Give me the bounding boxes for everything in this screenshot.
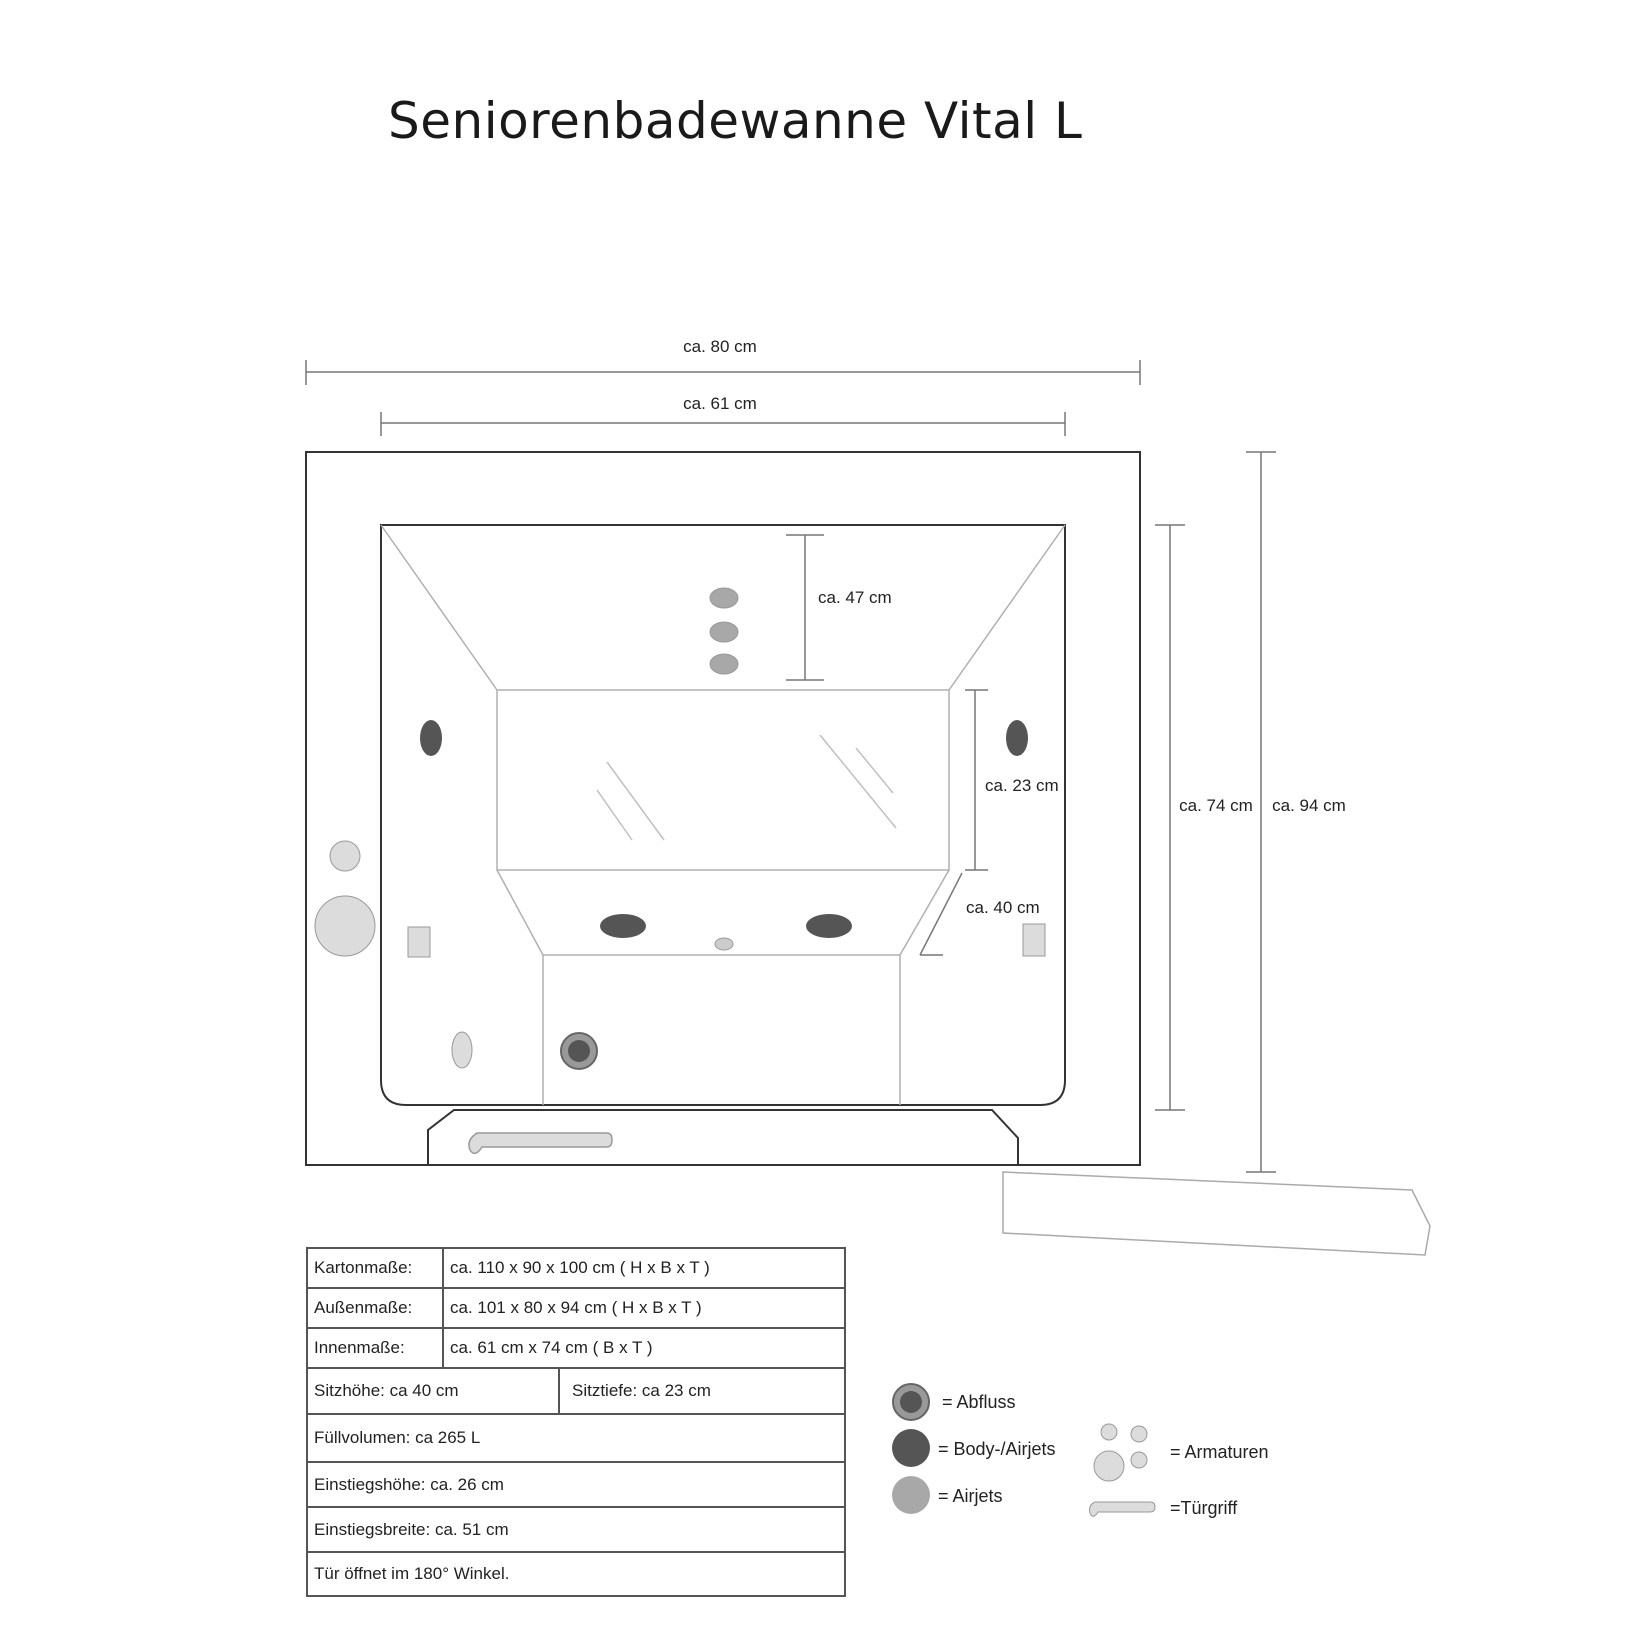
outer-rim [305,451,1141,1166]
einstiegsbreite: Einstiegsbreite: ca. 51 cm [306,1506,846,1553]
legend-abfluss: = Abfluss [942,1392,1016,1412]
dimension-47 [786,534,824,681]
table-row: Sitzhöhe: ca 40 cm Sitztiefe: ca 23 cm [306,1367,846,1415]
karton-label: Kartonmaße: [306,1247,444,1289]
legend-armaturen: = Armaturen [1170,1442,1269,1462]
aussen-label: Außenmaße: [306,1287,444,1329]
dimension-40 [919,872,963,956]
drain-center [568,1040,590,1062]
body-jet [1006,720,1028,756]
airjet [709,653,739,675]
basin-perspective-lines [380,524,1066,1105]
inner-width-label: ca. 61 cm [683,394,757,413]
armatur [329,840,361,872]
table-row: Kartonmaße: ca. 110 x 90 x 100 cm ( H x … [306,1247,846,1289]
dimension-23-label: ca. 23 cm [985,776,1059,795]
inner-depth-dimension [1155,524,1185,1111]
innen-value: ca. 61 cm x 74 cm ( B x T ) [442,1327,846,1369]
sitzhoehe: Sitzhöhe: ca 40 cm [308,1369,560,1413]
armatur [451,1031,473,1069]
legend-body-airjets: = Body-/Airjets [938,1439,1056,1459]
table-row: Füllvolumen: ca 265 L [306,1413,846,1463]
outer-depth-label: ca. 94 cm [1272,796,1346,815]
open-door [1002,1171,1431,1256]
dimension-23 [965,689,988,871]
karton-value: ca. 110 x 90 x 100 cm ( H x B x T ) [442,1247,846,1289]
table-row: Außenmaße: ca. 101 x 80 x 94 cm ( H x B … [306,1287,846,1329]
outer-width-label: ca. 80 cm [683,337,757,356]
airjet [709,587,739,609]
door-frame [427,1109,1019,1165]
outer-depth-dimension [1246,451,1276,1173]
spec-table: Kartonmaße: ca. 110 x 90 x 100 cm ( H x … [306,1247,846,1597]
armatur [407,926,431,958]
inner-basin [380,524,1066,1106]
seat-reflection [596,734,897,841]
table-row: Innenmaße: ca. 61 cm x 74 cm ( B x T ) [306,1327,846,1369]
door-handle [468,1132,613,1155]
sitztiefe: Sitztiefe: ca 23 cm [572,1381,711,1400]
page-title: Seniorenbadewanne Vital L [388,92,1083,150]
table-row: Einstiegsbreite: ca. 51 cm [306,1506,846,1553]
legend-handle-icon [1089,1501,1156,1517]
legend-body-jet-icon [892,1429,930,1467]
legend: = Abfluss = Body-/Airjets = Airjets = Ar… [892,1383,1269,1518]
dimension-47-label: ca. 47 cm [818,588,892,607]
einstiegshoehe: Einstiegshöhe: ca. 26 cm [306,1461,846,1508]
body-jet [806,914,852,938]
table-row: Einstiegshöhe: ca. 26 cm [306,1461,846,1508]
inner-depth-label: ca. 74 cm [1179,796,1253,815]
legend-tuergriff: =Türgriff [1170,1498,1238,1518]
aussen-value: ca. 101 x 80 x 94 cm ( H x B x T ) [442,1287,846,1329]
dimension-40-label: ca. 40 cm [966,898,1040,917]
fuellvolumen: Füllvolumen: ca 265 L [306,1413,846,1463]
innen-label: Innenmaße: [306,1327,444,1369]
legend-armatur-icon [1100,1423,1118,1441]
legend-airjet-icon [892,1476,930,1514]
airjet [709,621,739,643]
tuer-info: Tür öffnet im 180° Winkel. [306,1551,846,1597]
seat-fitting [714,937,734,951]
inner-width-dimension [380,412,1066,436]
body-jet [600,914,646,938]
outer-width-dimension [305,360,1141,385]
body-jet [420,720,442,756]
legend-airjets: = Airjets [938,1486,1003,1506]
table-row: Tür öffnet im 180° Winkel. [306,1551,846,1597]
armatur [1022,923,1046,957]
armatur [314,895,376,957]
